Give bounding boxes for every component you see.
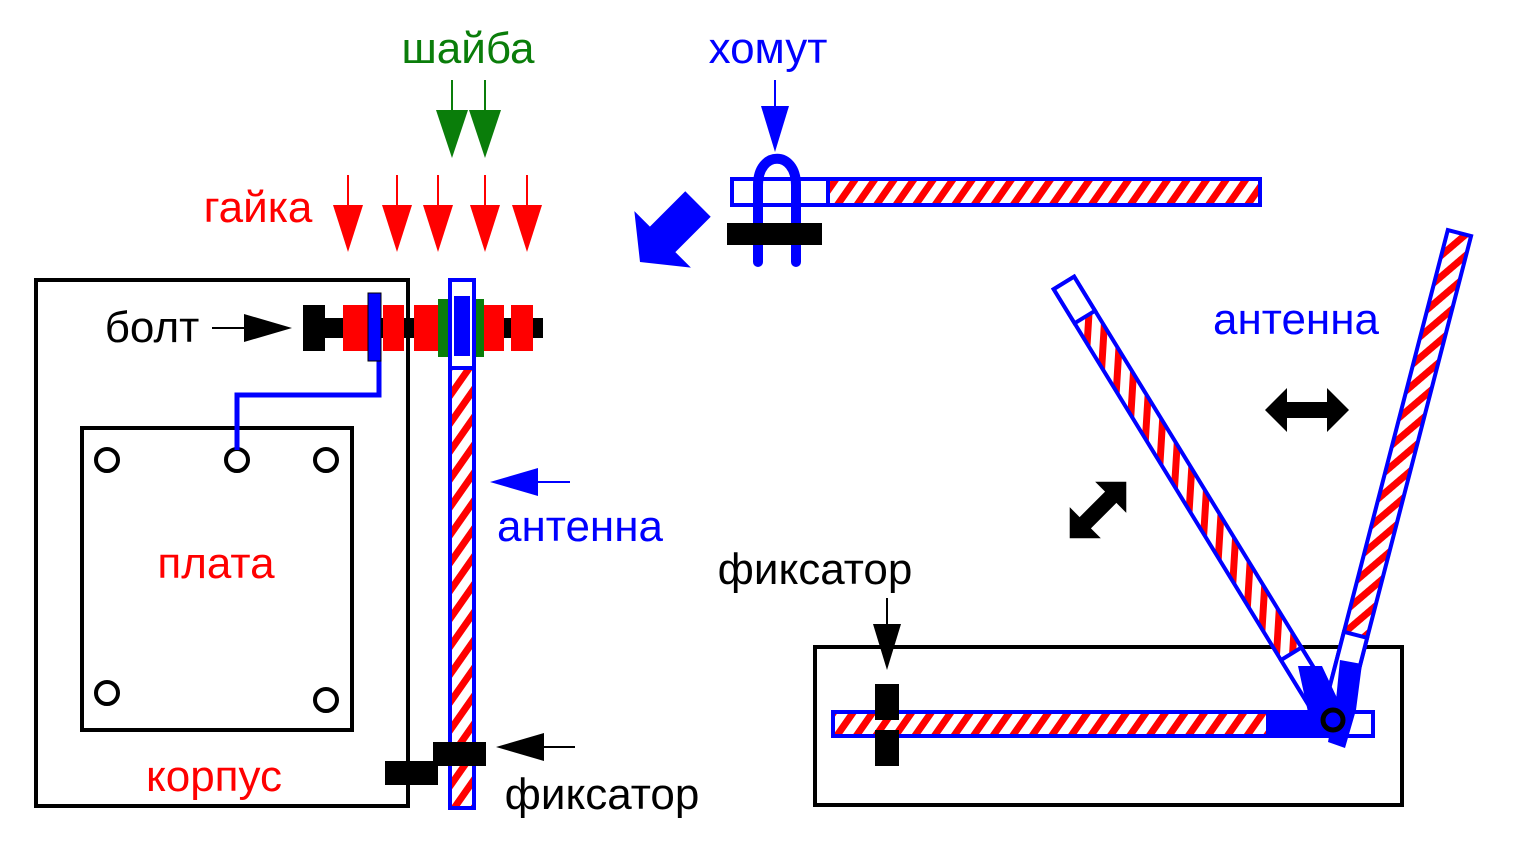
big-down-left-arrow-icon (634, 191, 711, 268)
nut (481, 305, 504, 351)
case-box (34, 278, 410, 808)
board-label: плата (157, 539, 275, 588)
left-arrow-icon (490, 468, 538, 496)
clamp-label: хомут (709, 24, 828, 73)
down-arrow-icon (761, 106, 789, 152)
washer-label: шайба (401, 24, 535, 73)
nut (511, 305, 533, 351)
board-box (80, 426, 354, 732)
mount-hole-icon (94, 447, 120, 473)
antenna-label: антенна (1213, 295, 1379, 344)
hinge-case-box (813, 645, 1404, 807)
retainer-block (385, 761, 438, 785)
down-arrow-icon (436, 110, 468, 158)
nut (343, 305, 368, 351)
retainer-block (433, 742, 486, 766)
mount-hole-icon (313, 687, 339, 713)
mount-hole-icon (313, 447, 339, 473)
down-arrow-icon (873, 624, 901, 670)
antenna-clamp-band (454, 296, 470, 356)
case-label: корпус (146, 752, 282, 801)
clamp-plate (727, 223, 822, 245)
right-arrow-icon (244, 314, 292, 342)
retainer-label: фиксатор (718, 545, 913, 594)
down-arrow-icon (512, 205, 542, 252)
down-arrow-icon (382, 205, 412, 252)
down-arrow-icon (333, 205, 363, 252)
feed-wire (234, 352, 382, 450)
feed-point-icon (224, 447, 250, 473)
down-arrow-icon (423, 205, 453, 252)
retainer-label: фиксатор (505, 770, 700, 819)
down-arrow-icon (469, 110, 501, 158)
antenna-label: антенна (497, 502, 663, 551)
clamp-u-bolt (753, 153, 801, 267)
down-arrow-icon (470, 205, 500, 252)
wire-lug (367, 292, 382, 362)
nut (383, 305, 404, 351)
retainer-block (875, 730, 899, 766)
hinge-pivot-icon (1320, 707, 1346, 733)
retainer-block (875, 684, 899, 720)
bolt-head (303, 305, 325, 351)
left-arrow-icon (496, 733, 544, 761)
mount-hole-icon (94, 680, 120, 706)
bolt-label: болт (105, 303, 200, 352)
antenna-rod-end (730, 177, 830, 207)
double-headed-arrow-icon (1069, 481, 1127, 539)
nut (414, 305, 439, 351)
double-headed-arrow-icon (1265, 388, 1349, 432)
nut-label: гайка (204, 183, 313, 232)
